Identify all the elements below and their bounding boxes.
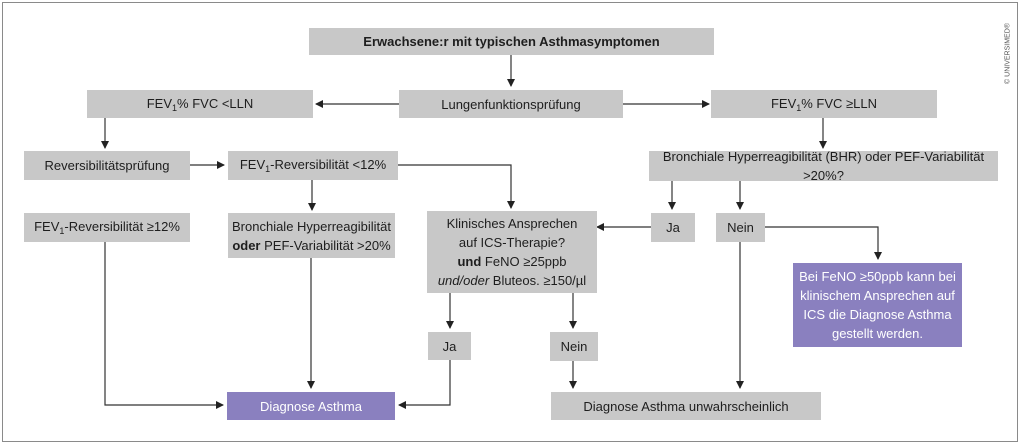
bhr-box-node: Bronchiale Hyperreagibilität oder PEF-Va… — [228, 213, 395, 258]
fev-high-node: FEV1% FVC ≥LLN — [711, 90, 937, 118]
copyright-mark: © UNIVERSIMED® — [1004, 23, 1012, 84]
arrow-ja-mid-to-diagnosis — [398, 360, 451, 409]
nein-mid-node: Nein — [550, 332, 598, 361]
diagnosis-node: Diagnose Asthma — [227, 392, 395, 420]
arrow-nein-to-feno-note — [765, 226, 882, 260]
ja-right-node: Ja — [651, 213, 695, 242]
arrow-rev-low-to-ics — [398, 164, 515, 209]
rev-low-node: FEV1-Reversibilität <12% — [228, 151, 398, 180]
feno-note-node: Bei FeNO ≥50ppb kann bei klinischem Ansp… — [793, 263, 962, 347]
fev-low-node: FEV1% FVC <LLN — [87, 90, 313, 118]
unlikely-node: Diagnose Asthma unwahrscheinlich — [551, 392, 821, 420]
ja-mid-node: Ja — [428, 332, 471, 360]
nein-right-node: Nein — [716, 213, 765, 242]
bhr-question-node: Bronchiale Hyperreagibilität (BHR) oder … — [649, 149, 998, 183]
arrow-rev-high-to-diagnosis — [104, 234, 224, 409]
start-node: Erwachsene:r mit typischen Asthmasymptom… — [309, 28, 714, 55]
diagram-frame — [2, 2, 1018, 442]
reversibility-test-node: Reversibilitätsprüfung — [24, 151, 190, 180]
rev-high-node: FEV1-Reversibilität ≥12% — [24, 213, 190, 242]
lufu-node: Lungenfunktionsprüfung — [399, 90, 623, 118]
ics-node: Klinisches Ansprechen auf ICS-Therapie? … — [427, 211, 597, 293]
